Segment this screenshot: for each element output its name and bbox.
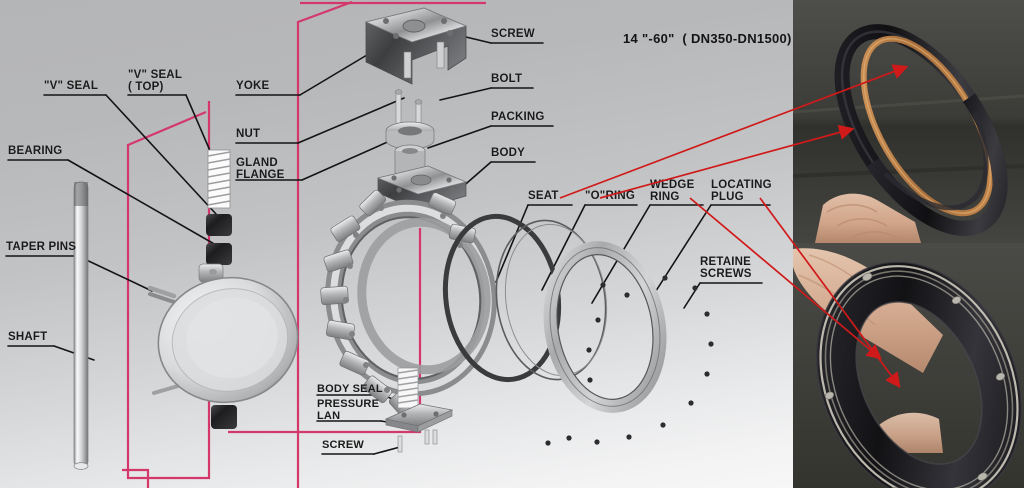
label-locating-plug: LOCATING PLUG (711, 179, 772, 204)
part-yoke (364, 7, 468, 85)
part-wedge-ring (543, 241, 667, 413)
part-disc (157, 263, 299, 404)
label-shaft: SHAFT (8, 331, 48, 343)
label-retaine-screws: RETAINE SCREWS (700, 256, 752, 281)
label-yoke: YOKE (236, 80, 270, 92)
label-wedge-ring: WEDGE RING (650, 179, 695, 204)
diagram-panel: 14 "-60" ( DN350-DN1500) "V" SEAL "V" SE… (0, 0, 793, 488)
label-v-seal-top: "V" SEAL ( TOP) (128, 69, 183, 94)
photo-seat-ring-art (793, 0, 1024, 243)
label-screw-bottom: SCREW (322, 439, 364, 451)
diagram-vector-layer (5, 0, 771, 488)
part-v-seal-stack (206, 149, 237, 429)
page-title: 14 "-60" ( DN350-DN1500) (623, 31, 792, 46)
label-gland-flange: GLAND FLANGE (236, 157, 285, 182)
photo-retainer-ring-art (793, 243, 1024, 488)
label-taper-pins: TAPER PINS (6, 241, 77, 253)
label-seat: SEAT (528, 190, 559, 202)
label-o-ring: "O"RING (585, 190, 635, 202)
label-pressure-lan: PRESSURE LAN (317, 398, 380, 423)
photo-panel (793, 0, 1024, 488)
part-gland-flange (385, 121, 435, 150)
label-body-seal: BODY SEAL (317, 383, 383, 395)
part-pressure-lan (384, 403, 454, 433)
part-body-seal (397, 367, 419, 409)
photo-seat-ring (793, 0, 1024, 243)
part-taper-pins (147, 285, 180, 395)
part-shaft (73, 181, 89, 470)
part-screws-bottom (397, 429, 438, 453)
photo-retainer-ring (793, 243, 1024, 488)
label-bearing: BEARING (8, 145, 63, 157)
seat-ring-front-lip (866, 93, 1008, 236)
label-packing: PACKING (491, 111, 545, 123)
label-screw-top: SCREW (491, 28, 535, 40)
label-body: BODY (491, 147, 526, 159)
label-v-seal: "V" SEAL (44, 80, 99, 92)
label-bolt: BOLT (491, 73, 523, 85)
part-body (320, 165, 497, 420)
label-nut: NUT (236, 128, 261, 140)
